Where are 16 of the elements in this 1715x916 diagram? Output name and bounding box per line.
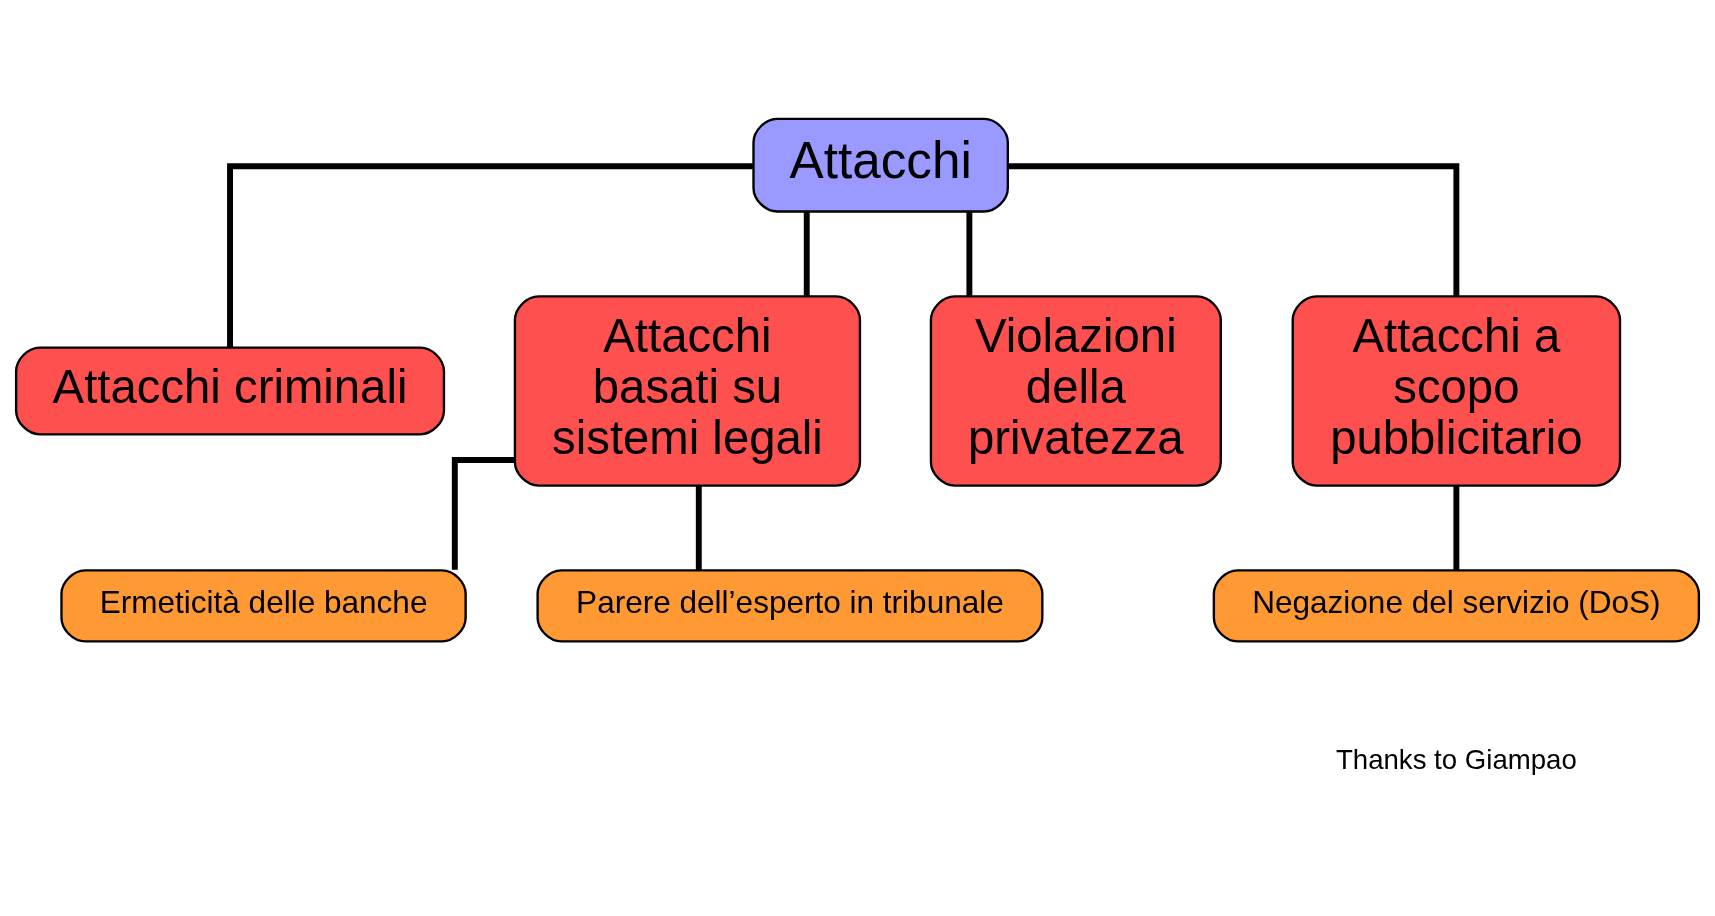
connector	[695, 485, 702, 571]
node-box: Attacchi	[752, 117, 1009, 213]
node-box: Ermeticità delle banche	[60, 569, 467, 643]
connector	[966, 212, 973, 296]
connector	[227, 163, 753, 348]
node-box: Violazioni della privatezza	[929, 295, 1222, 487]
node-box: Parere dell’esperto in tribunale	[536, 569, 1044, 643]
label: Thanks to Giampao	[1335, 743, 1577, 775]
connector	[803, 212, 810, 296]
node-box: Attacchi a scopo pubblicitario	[1291, 295, 1622, 487]
node-box: Negazione del servizio (DoS)	[1212, 569, 1701, 643]
node-box: Attacchi basati su sistemi legali	[513, 295, 862, 487]
connector	[1008, 163, 1460, 297]
node-box: Attacchi criminali	[14, 346, 446, 436]
connector	[451, 457, 515, 570]
connector	[1453, 485, 1460, 571]
